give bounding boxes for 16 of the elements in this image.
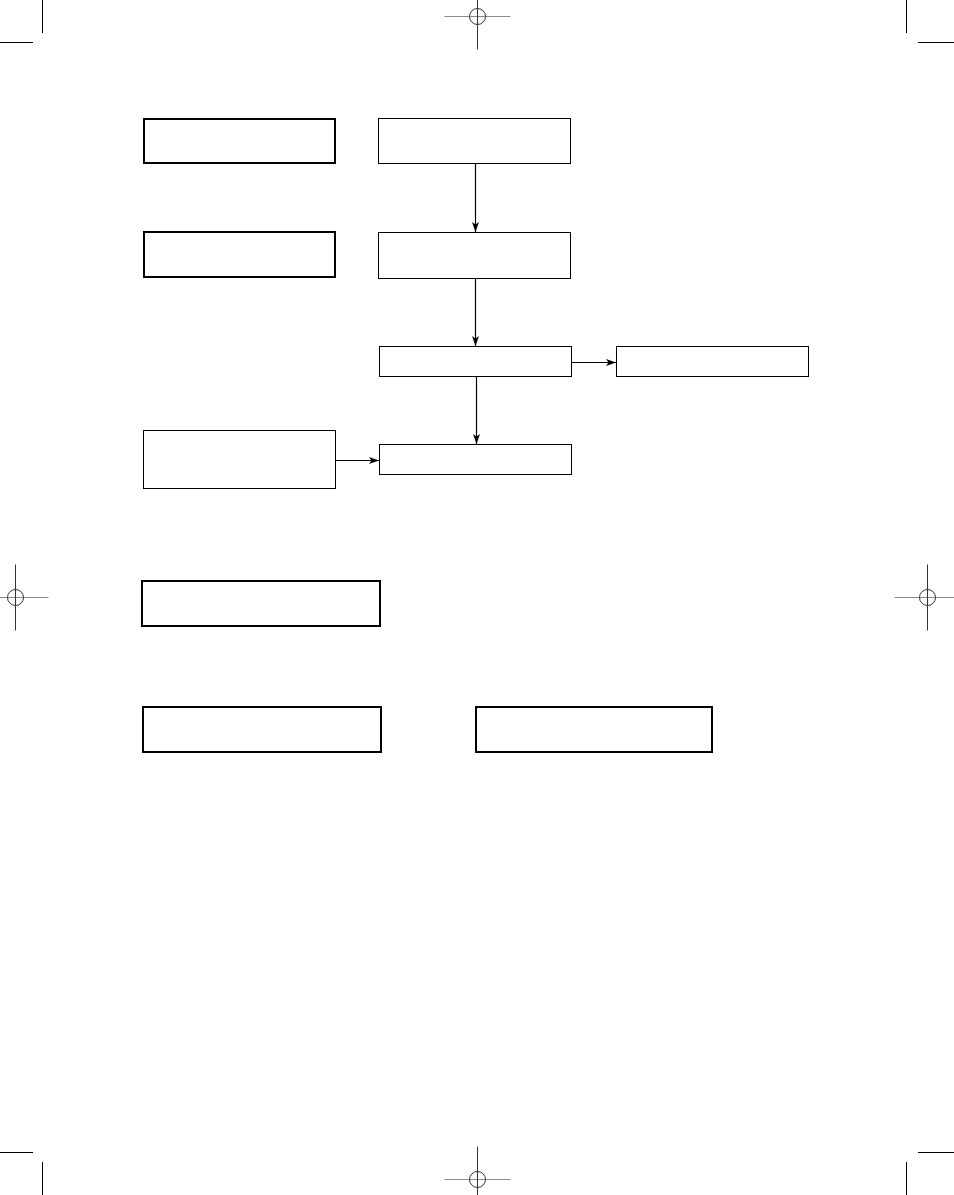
arrow <box>472 163 479 233</box>
empty-box <box>475 706 713 753</box>
empty-box <box>378 232 571 279</box>
empty-box <box>379 444 572 475</box>
empty-box <box>143 118 336 164</box>
arrow <box>571 359 617 366</box>
arrow <box>335 457 380 464</box>
empty-box <box>616 346 809 377</box>
arrow <box>473 376 480 445</box>
arrow <box>472 278 479 347</box>
empty-box <box>143 430 336 489</box>
empty-box <box>378 118 571 164</box>
empty-box <box>142 706 382 753</box>
empty-box <box>141 580 381 627</box>
empty-box <box>143 231 336 278</box>
empty-box <box>379 346 572 377</box>
